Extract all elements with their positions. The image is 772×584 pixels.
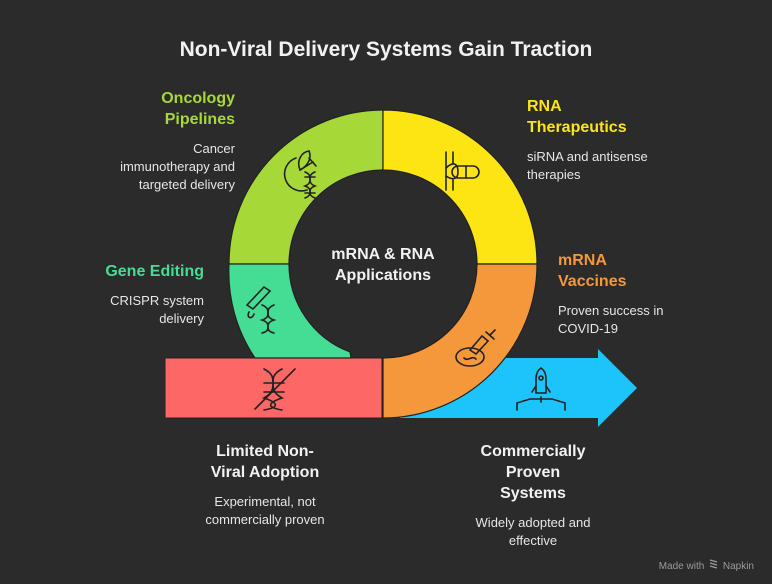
napkin-brand-text: Napkin xyxy=(722,561,754,572)
rna-therapeutics-segment xyxy=(382,109,538,265)
scalpel-dna-icon xyxy=(245,285,277,334)
syringe-dish-icon xyxy=(455,329,496,367)
limited-adoption-label: Limited Non-Viral Adoption Experimental,… xyxy=(180,441,350,529)
napkin-logo-icon xyxy=(709,559,718,572)
center-label-line2: Applications xyxy=(334,267,431,284)
oncology-description: Cancer immunotherapy and targeted delive… xyxy=(120,141,235,192)
capsule-vessel-icon xyxy=(445,151,480,191)
gene-editing-segment xyxy=(228,263,352,359)
plant-dna-icon xyxy=(283,150,318,199)
made-with-text: Made with xyxy=(658,561,705,572)
center-label: mRNA & RNA Applications xyxy=(300,244,466,286)
limited-adoption-heading: Limited Non-Viral Adoption xyxy=(210,443,320,481)
center-hub xyxy=(290,171,476,357)
mrna-vaccines-segment xyxy=(382,263,538,419)
mrna-vaccines-description: Proven success in COVID-19 xyxy=(558,303,664,336)
gene-editing-description: CRISPR system delivery xyxy=(110,293,204,326)
rna-therapeutics-description: siRNA and antisense therapies xyxy=(527,149,648,182)
footer-watermark: Made with Napkin xyxy=(659,559,754,572)
diagram-title: Non-Viral Delivery Systems Gain Traction xyxy=(179,38,593,61)
center-label-line1: mRNA & RNA xyxy=(331,246,435,263)
gene-editing-heading: Gene Editing xyxy=(105,263,204,280)
gene-editing-label: Gene Editing CRISPR system delivery xyxy=(54,261,204,328)
limited-adoption-description: Experimental, not commercially proven xyxy=(205,494,325,527)
rocket-launch-icon xyxy=(516,367,566,411)
crossed-dna-icon xyxy=(254,368,296,411)
commercial-description: Widely adopted and effective xyxy=(475,515,591,548)
